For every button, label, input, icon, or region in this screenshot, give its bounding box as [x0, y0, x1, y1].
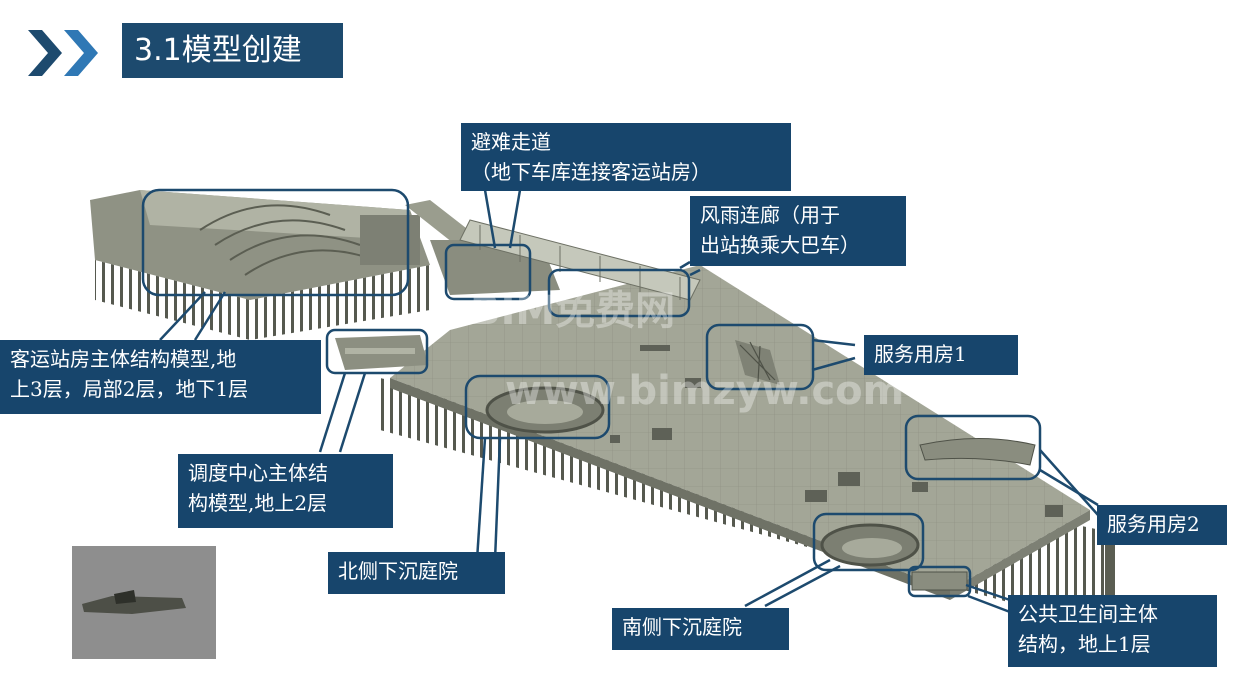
- slide-title: 3.1模型创建: [122, 23, 343, 78]
- watermark-line1: BIM免费网: [470, 288, 676, 334]
- label-line: 服务用房1: [874, 342, 967, 366]
- label-line: 构模型,地上2层: [188, 491, 328, 515]
- label-service-room-2: 服务用房2: [1097, 505, 1227, 545]
- label-line: 避难走道: [471, 130, 551, 154]
- double-chevron-icon: [28, 30, 98, 76]
- thumbnail-model-image: [82, 590, 186, 614]
- label-south-courtyard: 南侧下沉庭院: [612, 608, 789, 650]
- label-line: 服务用房2: [1107, 512, 1200, 536]
- label-line: （地下车库连接客运站房）: [471, 160, 711, 184]
- label-line: 出站换乘大巴车）: [700, 233, 860, 257]
- label-passenger-station: 客运站房主体结构模型,地 上3层，局部2层，地下1层: [0, 340, 321, 414]
- model-thumbnail: [72, 546, 216, 659]
- label-line: 结构，地上1层: [1018, 632, 1151, 656]
- watermark-line2: www.bimzyw.com: [505, 368, 905, 414]
- label-service-room-1: 服务用房1: [864, 335, 1018, 375]
- label-line: 客运站房主体结构模型,地: [10, 347, 237, 371]
- label-public-toilet: 公共卫生间主体 结构，地上1层: [1008, 595, 1217, 667]
- label-line: 上3层，局部2层，地下1层: [10, 377, 249, 401]
- label-refuge-passage: 避难走道 （地下车库连接客运站房）: [461, 123, 791, 191]
- label-line: 南侧下沉庭院: [622, 615, 742, 639]
- label-dispatch-center: 调度中心主体结 构模型,地上2层: [178, 454, 393, 528]
- label-line: 风雨连廊（用于: [700, 203, 840, 227]
- label-line: 北侧下沉庭院: [338, 559, 458, 583]
- label-line: 调度中心主体结: [188, 461, 328, 485]
- label-north-courtyard: 北侧下沉庭院: [328, 552, 505, 594]
- label-line: 公共卫生间主体: [1018, 602, 1158, 626]
- label-canopy-corridor: 风雨连廊（用于 出站换乘大巴车）: [690, 196, 906, 266]
